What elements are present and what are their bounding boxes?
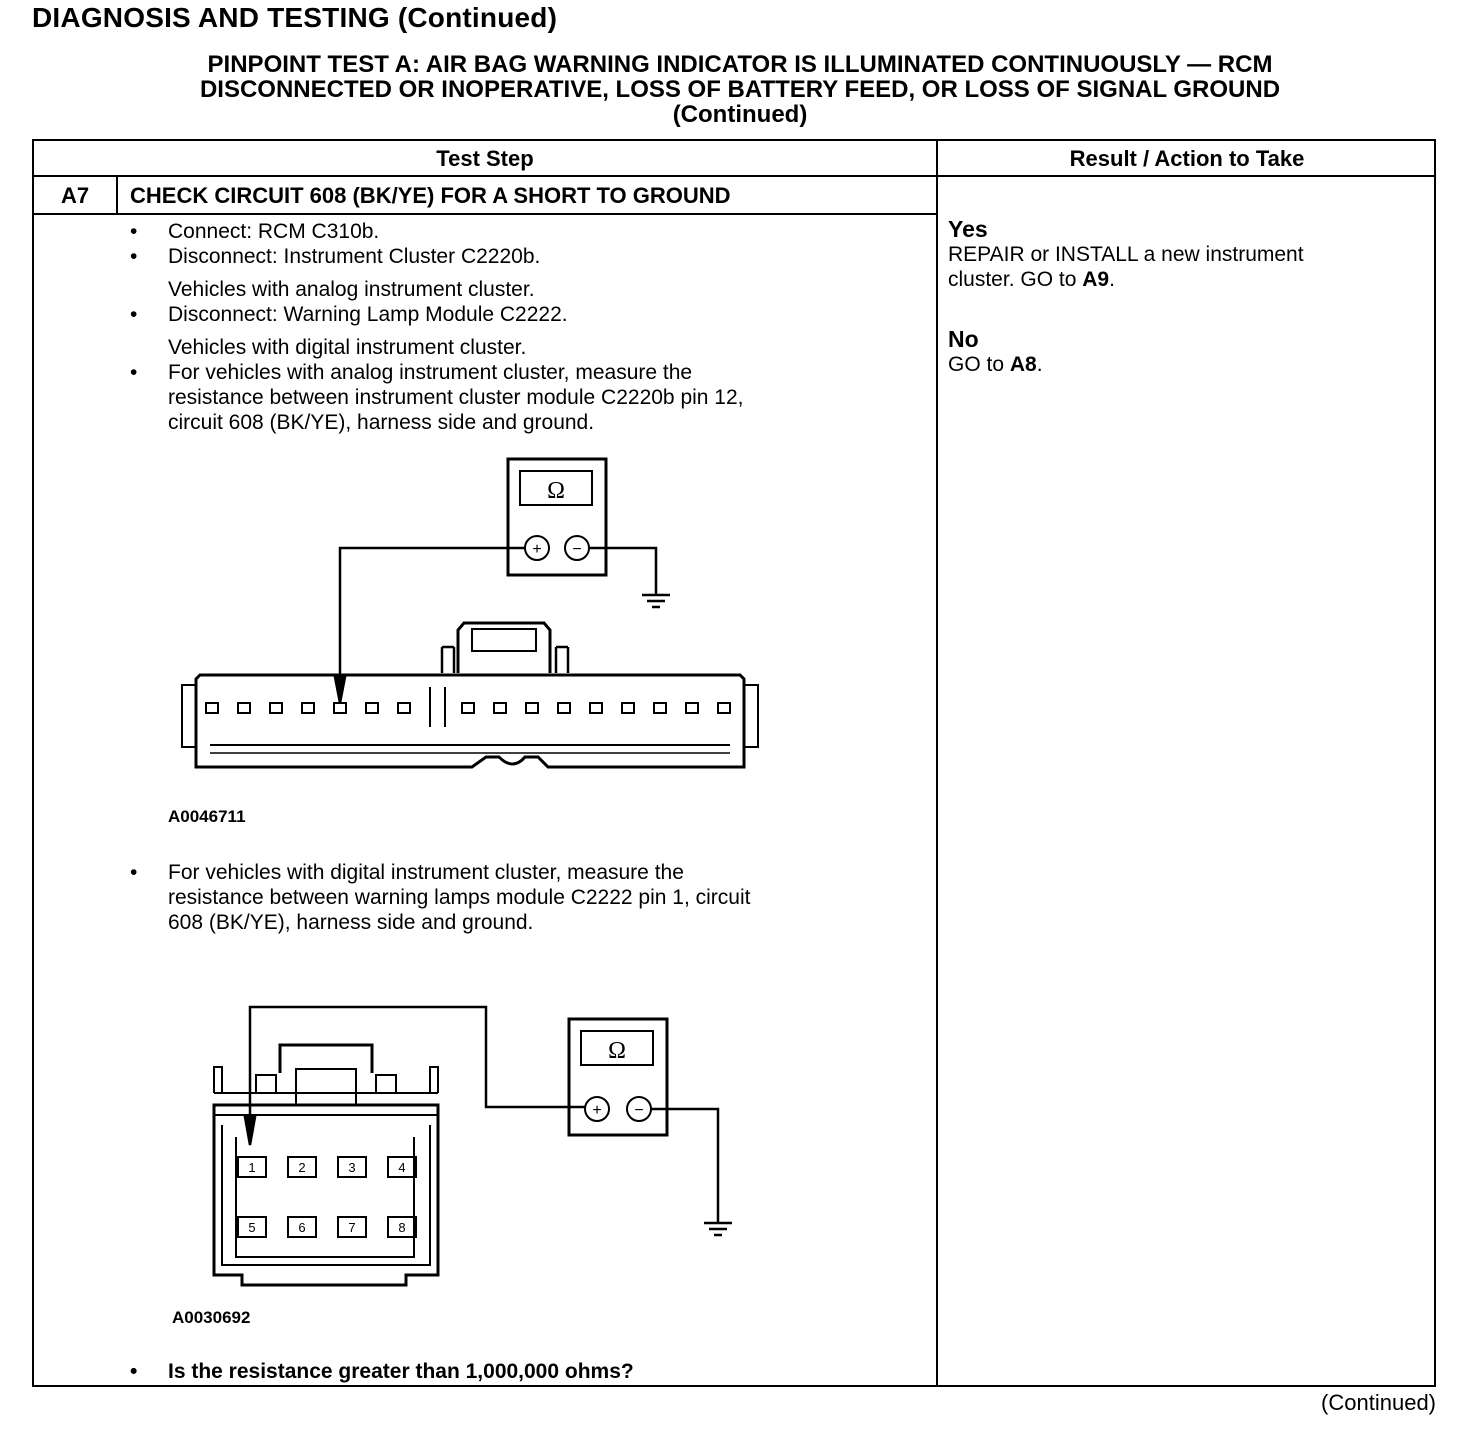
bullet-dot: • <box>130 220 138 243</box>
meter-2-ground-lead <box>651 1107 720 1223</box>
figure-1-connector-diagram: Ω + − <box>181 457 759 769</box>
connector-c2220b <box>181 621 759 769</box>
result-yes-target: A9 <box>1082 268 1110 291</box>
header-test-step: Test Step <box>436 146 534 171</box>
header-result-action: Result / Action to Take <box>1069 146 1305 171</box>
meter-1-ground-lead <box>589 546 658 595</box>
result-yes-label: Yes <box>948 216 988 242</box>
svg-text:+: + <box>532 541 541 558</box>
pin-12 <box>333 702 347 714</box>
step-id-divider <box>116 177 118 213</box>
continued-footer: (Continued) <box>1321 1390 1436 1415</box>
result-yes-line-1: REPAIR or INSTALL a new instrument <box>948 243 1304 266</box>
meter-2-probe-tip <box>243 1115 257 1146</box>
figure-2-id: A0030692 <box>172 1308 251 1327</box>
meter-1-positive-lead <box>338 546 525 677</box>
connector-c2222-pins <box>237 1156 417 1238</box>
test-title-line-3: (Continued) <box>672 101 808 128</box>
note-digital: Vehicles with digital instrument cluster… <box>168 336 527 359</box>
bullet-dot: • <box>130 861 138 884</box>
ground-symbol-2 <box>704 1221 732 1237</box>
step-title-divider <box>34 213 936 215</box>
figure-1-id: A0046711 <box>168 807 246 826</box>
pin-label-4: 4 <box>398 1160 405 1175</box>
pin-label-6: 6 <box>298 1220 305 1235</box>
result-no-target: A8 <box>1009 353 1037 376</box>
bullet-dot: • <box>130 303 138 326</box>
result-no: No GO to A8. <box>948 327 1043 377</box>
test-title-line-1: PINPOINT TEST A: AIR BAG WARNING INDICAT… <box>207 51 1273 78</box>
result-yes: Yes REPAIR or INSTALL a new instrument c… <box>948 217 1304 292</box>
meter-2-plus-terminal <box>584 1096 610 1122</box>
result-yes-line-2: cluster. GO to A9. <box>948 268 1115 291</box>
svg-text:+: + <box>592 1102 601 1119</box>
bullet-dot: • <box>130 361 138 384</box>
pin-label-3: 3 <box>348 1160 355 1175</box>
bullet-dot: • <box>130 245 138 268</box>
svg-text:−: − <box>572 541 581 558</box>
ohm-symbol-2: Ω <box>608 1038 626 1064</box>
ohmmeter-2: Ω + − <box>567 1017 669 1137</box>
figure-2-connector-diagram: Ω + − 1 2 3 4 5 <box>212 1005 732 1287</box>
connector-c2222 <box>212 1043 440 1287</box>
connector-c2222-pin-labels: 1 2 3 4 5 6 7 8 <box>248 1160 405 1235</box>
bullet-dot: • <box>130 1360 138 1383</box>
pin-label-5: 5 <box>248 1220 255 1235</box>
header-divider <box>34 175 1436 177</box>
pinpoint-test-table: Test Step Result / Action to Take A7 CHE… <box>32 139 1436 1387</box>
connector-c2220b-pins <box>205 702 731 714</box>
meter-2-positive-lead <box>248 1005 585 1117</box>
pin-label-8: 8 <box>398 1220 405 1235</box>
test-title-line-2: DISCONNECTED OR INOPERATIVE, LOSS OF BAT… <box>199 76 1281 103</box>
note-analog: Vehicles with analog instrument cluster. <box>168 278 535 301</box>
pin-label-2: 2 <box>298 1160 305 1175</box>
result-no-line: GO to A8. <box>948 353 1043 376</box>
ohmmeter-1: Ω + − <box>506 457 608 577</box>
pinpoint-test-title: PINPOINT TEST A: AIR BAG WARNING INDICAT… <box>60 52 1420 127</box>
pin-label-1: 1 <box>248 1160 255 1175</box>
result-no-label: No <box>948 326 979 352</box>
ground-symbol-1 <box>642 593 670 609</box>
column-divider <box>936 141 938 1387</box>
pin-label-7: 7 <box>348 1220 355 1235</box>
svg-text:−: − <box>634 1102 643 1119</box>
section-title: DIAGNOSIS AND TESTING (Continued) <box>32 2 558 33</box>
step-title: CHECK CIRCUIT 608 (BK/YE) FOR A SHORT TO… <box>130 183 731 208</box>
ohm-symbol-1: Ω <box>547 478 565 504</box>
meter-1-probe-tip <box>333 675 347 704</box>
step-id: A7 <box>60 183 90 208</box>
